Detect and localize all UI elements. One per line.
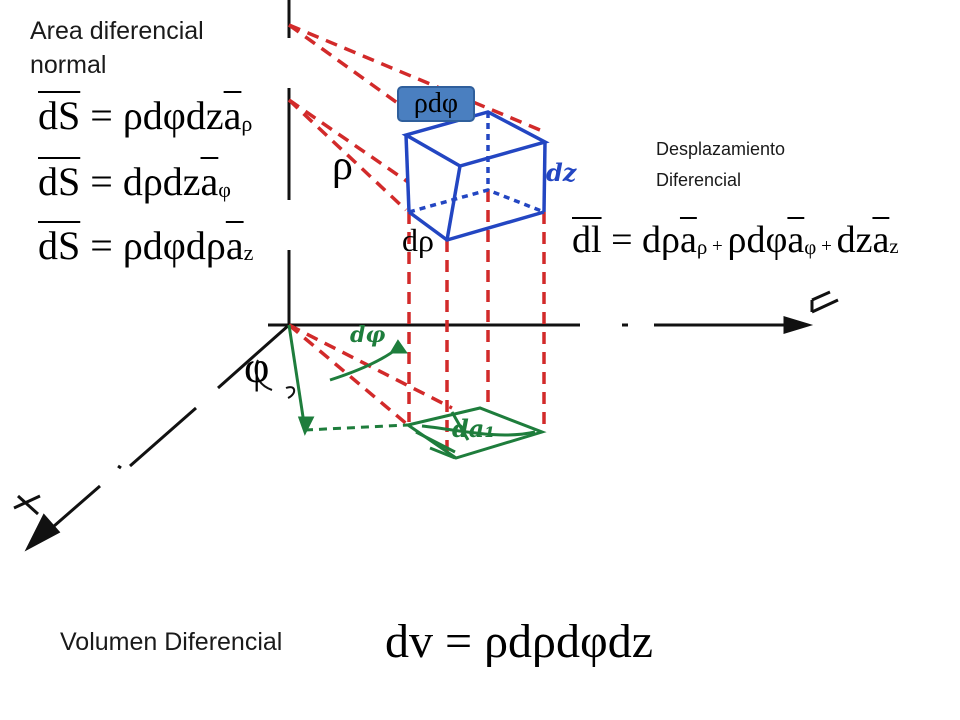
volume-title: Volumen Diferencial bbox=[60, 628, 283, 656]
rho-dphi-label: ρdφ bbox=[413, 88, 459, 119]
disp-term-1-coef: dρ bbox=[642, 219, 680, 261]
area-eq-1-sub: ρ bbox=[241, 111, 253, 137]
disp-term-3-vec: a bbox=[872, 219, 890, 261]
da-label: da₁ bbox=[452, 414, 495, 443]
base-area-element bbox=[287, 324, 547, 460]
area-eq-3-sub: z bbox=[243, 240, 254, 266]
disp-term-1-vec: a bbox=[679, 219, 697, 261]
disp-term-3-coef: dz bbox=[836, 219, 873, 261]
area-equation-2: dS = dρdzaφ bbox=[38, 159, 231, 204]
area-eq-3-lhs: dS bbox=[38, 223, 81, 268]
x-axis bbox=[13, 323, 290, 552]
displacement-title-line-1: Desplazamiento bbox=[656, 139, 786, 159]
disp-term-3-sub: z bbox=[889, 234, 899, 259]
area-eq-2-sub: φ bbox=[218, 177, 231, 203]
displacement-equation: dl = dρaρ + ρdφaφ + dzaz bbox=[572, 219, 899, 261]
area-eq-1-lhs: dS bbox=[38, 93, 81, 138]
drho-label: dρ bbox=[402, 222, 434, 258]
area-title-line-2: normal bbox=[30, 51, 107, 79]
area-eq-3-rhs: ρdφdρ bbox=[122, 223, 226, 268]
disp-term-1-sub: ρ bbox=[696, 235, 708, 260]
dphi-label: dφ bbox=[350, 322, 386, 348]
area-eq-1-rhs: ρdφdz bbox=[122, 93, 224, 138]
area-title-line-1: Area diferencial bbox=[30, 17, 204, 45]
rho-dphi-label-box: ρdφ bbox=[397, 86, 475, 122]
area-title: Area diferencial normal bbox=[30, 14, 204, 82]
area-equation-3: dS = ρdφdρaz bbox=[38, 223, 254, 268]
phi-angle-arc bbox=[254, 359, 296, 399]
dz-label: dz bbox=[546, 158, 577, 187]
area-eq-2-vec: a bbox=[200, 159, 219, 204]
phi-label: φ bbox=[244, 343, 270, 392]
volume-eq-lhs: dv bbox=[385, 615, 433, 668]
disp-term-2-coef: ρdφ bbox=[727, 219, 788, 261]
y-axis bbox=[268, 290, 839, 335]
disp-eq-lhs: dl bbox=[572, 219, 602, 261]
disp-term-2-sub: φ bbox=[804, 235, 817, 260]
area-eq-2-lhs: dS bbox=[38, 159, 81, 204]
displacement-title: Desplazamiento Diferencial bbox=[656, 134, 785, 196]
area-equation-1: dS = ρdφdzaρ bbox=[38, 93, 253, 138]
displacement-title-line-2: Diferencial bbox=[656, 170, 742, 190]
disp-term-2-vec: a bbox=[787, 219, 805, 261]
volume-eq-rhs: ρdρdφdz bbox=[484, 615, 653, 668]
red-dashed-projections bbox=[287, 23, 546, 452]
area-eq-2-rhs: dρdz bbox=[122, 159, 201, 204]
area-eq-1-vec: a bbox=[223, 93, 242, 138]
rho-label: ρ bbox=[332, 143, 353, 189]
volume-element-box bbox=[401, 110, 550, 242]
volume-equation: dv = ρdρdφdz bbox=[385, 615, 653, 668]
area-eq-3-vec: a bbox=[225, 223, 244, 268]
